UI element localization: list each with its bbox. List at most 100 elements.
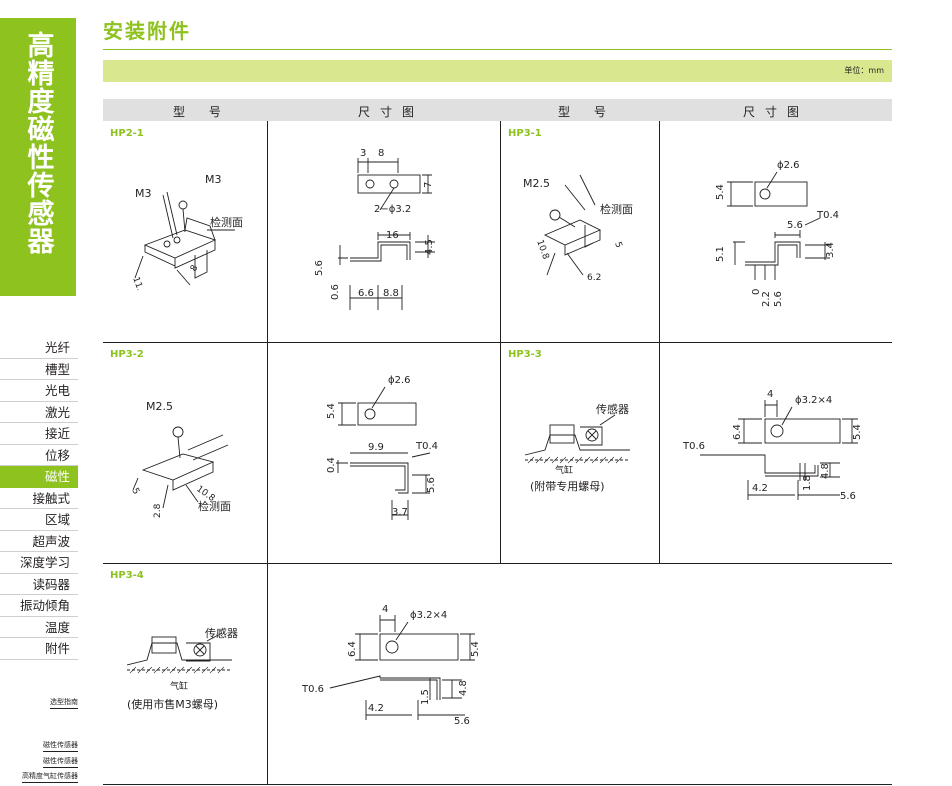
nav-item-displacement[interactable]: 位移	[0, 445, 78, 466]
hp3-3-note: (附带专用螺母)	[530, 479, 605, 493]
page-title: 安装附件	[103, 19, 191, 43]
hp3-4-cylinder-label: 气缸	[170, 680, 188, 692]
footer-link-magnetic-2[interactable]: 磁性传感器	[43, 756, 78, 768]
hp3-4-mount-illustration: 传感器 气缸 (使用市售M3螺母)	[126, 627, 238, 711]
grid-line	[103, 342, 892, 343]
hp3-1-dim-5: 5	[612, 241, 623, 250]
hp3-1-t0-4: T0.4	[816, 210, 839, 221]
nav-item-photoelectric[interactable]: 光电	[0, 380, 78, 402]
hp3-1-detect-face-label: 检测面	[600, 202, 633, 216]
hp3-1-dim-3-4: 3.4	[825, 242, 836, 258]
hp3-4-note: (使用市售M3螺母)	[127, 697, 218, 711]
hp3-2-detect-face-label: 检测面	[198, 499, 231, 513]
hp3-4-dim-4-2: 4.2	[368, 703, 384, 714]
nav-item-area[interactable]: 区域	[0, 509, 78, 531]
hp3-1-dim-6-2: 6.2	[587, 273, 601, 283]
hp3-1-dim-0: 0	[751, 289, 762, 295]
grid-line	[103, 784, 892, 785]
hp2-1-dim-5-6: 5.6	[314, 260, 325, 276]
nav-item-contact[interactable]: 接触式	[0, 488, 78, 509]
table-header: 型 号 尺寸图 型 号 尺寸图	[103, 99, 892, 121]
sidebar-category-title: 高精度磁性传感器	[0, 18, 76, 296]
hp2-1-dimension-drawing: 3 8 7 2−ϕ3.2 16 4.5 5.6 0.6 6.6 8.8	[314, 148, 435, 310]
unit-label: 单位：mm	[844, 66, 884, 75]
hp3-2-hole-spec: ϕ2.6	[388, 375, 411, 386]
hp2-1-detect-face-label: 检测面	[210, 215, 243, 229]
col-header-model-1: 型 号	[173, 105, 231, 119]
hp3-1-dim-2-2: 2.2	[761, 291, 772, 307]
hp3-3-mount-illustration: 传感器 气缸 (附带专用螺母)	[524, 403, 630, 493]
col-header-dim-2: 尺寸图	[743, 105, 810, 119]
hp3-4-sensor-label: 传感器	[205, 627, 238, 640]
hp3-1-dim-5-6: 5.6	[787, 220, 803, 231]
hp2-1-hole-spec: 2−ϕ3.2	[374, 204, 411, 215]
nav-item-laser[interactable]: 激光	[0, 402, 78, 423]
hp3-4-dim-5-4: 5.4	[470, 641, 481, 657]
nav-item-fiber[interactable]: 光纤	[0, 337, 78, 359]
hp3-3-hole-spec: ϕ3.2×4	[795, 395, 832, 406]
model-hp2-1: HP2-1	[110, 128, 144, 139]
nav-item-magnetic[interactable]: 磁性	[0, 466, 78, 488]
hp3-1-dim-10-8: 10.8	[534, 239, 550, 262]
nav-item-code-reader[interactable]: 读码器	[0, 574, 78, 595]
hp3-4-dim-6-4: 6.4	[347, 641, 358, 657]
selection-guide-link[interactable]: 选型指南	[50, 697, 78, 709]
hp3-3-dim-1-8: 1.8	[802, 475, 813, 491]
hp3-2-m2-5-label: M2.5	[146, 400, 173, 413]
nav-item-temperature[interactable]: 温度	[0, 617, 78, 638]
hp3-2-t0-4: T0.4	[415, 441, 438, 452]
unit-bar: 单位：mm	[103, 60, 892, 82]
hp3-4-t0-6: T0.6	[301, 684, 324, 695]
hp3-4-dimension-drawing: 4 ϕ3.2×4 6.4 5.4 T0.6 1.5 4.8 4.2 5.6	[301, 604, 481, 727]
hp3-1-dim-5-1: 5.1	[715, 246, 726, 262]
hp3-4-dim-4: 4	[382, 604, 388, 615]
hp2-1-dim-6-6: 6.6	[358, 288, 374, 299]
col-header-dim-1: 尺寸图	[358, 105, 425, 119]
hp3-3-dim-4-2: 4.2	[752, 483, 768, 494]
col-header-model-2: 型 号	[558, 105, 616, 119]
nav-item-deep-learning[interactable]: 深度学习	[0, 552, 78, 574]
hp3-2-mount-illustration: M2.5 5 10.8 2.8 检测面	[129, 400, 231, 518]
hp3-2-dim-3-7: 3.7	[392, 507, 408, 518]
hp3-3-dimension-drawing: 4 ϕ3.2×4 6.4 5.4 T0.6 1.8 4.8 4.2 5.6	[682, 389, 863, 502]
hp2-1-m3-label-left: M3	[135, 187, 152, 200]
hp3-2-dim-9-9: 9.9	[368, 442, 384, 453]
hp3-2-dim-5-6: 5.6	[426, 477, 437, 493]
hp2-1-dim-4-5: 4.5	[424, 239, 435, 255]
hp2-1-dim-7: 7	[423, 182, 434, 188]
hp3-4-dim-1-5: 1.5	[420, 689, 431, 705]
model-hp3-4: HP3-4	[110, 570, 144, 581]
hp2-1-dim-8: 8	[189, 263, 201, 273]
hp3-3-t0-6: T0.6	[682, 441, 705, 452]
footer-link-magnetic-1[interactable]: 磁性传感器	[43, 740, 78, 752]
hp3-1-dimension-drawing: ϕ2.6 5.4 5.6 T0.4 5.1 3.4 0 2.2 5.6	[715, 160, 839, 307]
hp2-1-m3-label-right: M3	[205, 173, 222, 186]
hp3-3-dim-6-4: 6.4	[732, 424, 743, 440]
footer-link-cylinder[interactable]: 高精度气缸传感器	[22, 771, 78, 783]
hp3-1-mount-illustration: M2.5 检测面 10.8 5 6.2	[523, 174, 633, 283]
nav-item-accessories[interactable]: 附件	[0, 638, 78, 660]
nav-item-proximity[interactable]: 接近	[0, 423, 78, 445]
hp3-3-dim-5-6: 5.6	[840, 491, 856, 502]
hp2-1-dim-3: 3	[360, 148, 366, 159]
nav-item-slot[interactable]: 槽型	[0, 359, 78, 380]
hp3-2-dimension-drawing: ϕ2.6 5.4 9.9 T0.4 0.4 5.6 3.7	[326, 375, 438, 520]
hp2-1-dim-8-8: 8.8	[383, 288, 399, 299]
hp3-1-m2-5-label: M2.5	[523, 177, 550, 190]
sidebar-title-text: 高精度磁性传感器	[22, 31, 54, 255]
model-hp3-3: HP3-3	[508, 349, 542, 360]
hp2-1-mount-illustration: M3 M3 检测面 11.8 8	[130, 173, 243, 290]
grid-line	[267, 121, 268, 784]
title-divider	[103, 49, 892, 50]
hp2-1-dim-8-top: 8	[378, 148, 384, 159]
hp3-4-dim-5-6: 5.6	[454, 716, 470, 727]
model-hp3-2: HP3-2	[110, 349, 144, 360]
hp3-2-dim-5-4: 5.4	[326, 403, 337, 419]
hp2-1-dim-0-6: 0.6	[330, 284, 341, 300]
hp3-4-dim-4-8: 4.8	[458, 680, 469, 696]
nav-item-ultrasonic[interactable]: 超声波	[0, 531, 78, 552]
hp3-1-dim-5-4: 5.4	[715, 184, 726, 200]
hp3-3-dim-5-4: 5.4	[852, 424, 863, 440]
hp2-1-dim-11-8: 11.8	[130, 276, 146, 290]
nav-item-vibration[interactable]: 振动倾角	[0, 595, 78, 617]
